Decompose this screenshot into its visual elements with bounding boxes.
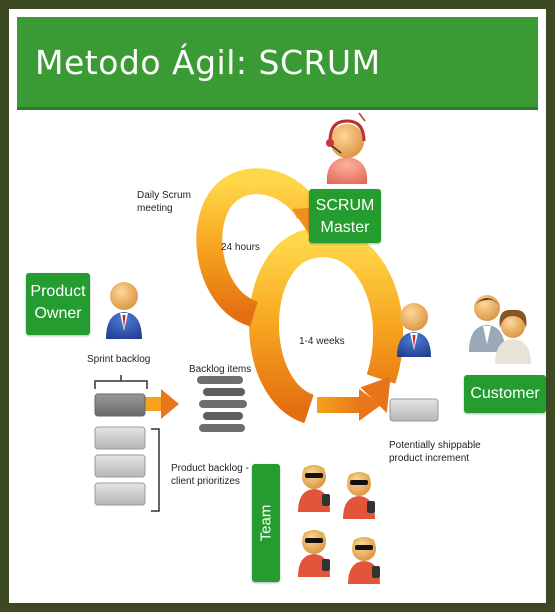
title-bar: Metodo Ágil: SCRUM [17,17,538,110]
increment-label: Potentially shippable product increment [389,440,481,464]
weeks-label: 1-4 weeks [299,336,345,347]
scrum-diagram [94,112,531,584]
product-backlog-label: Product backlog - client prioritizes [171,463,249,487]
team-icons [298,465,380,584]
customer-box: Customer [464,375,546,413]
sprint-backlog-label: Sprint backlog [87,354,151,365]
stakeholder-icon [397,303,431,357]
backlog-arrow [143,389,179,419]
backlog-items-label: Backlog items [189,364,252,375]
scrum-master-box: SCRUM Master [309,189,381,243]
daily-scrum-label: Daily Scrum meeting [137,190,191,214]
team-label: Team [257,504,275,542]
scrum-master-icon [326,112,368,184]
sprint-cycle-arrow [249,227,404,424]
increment-arrow [317,389,381,421]
product-backlog [94,426,160,512]
team-box: Team [252,464,280,582]
customer-icon [469,295,531,364]
slide-title: Metodo Ágil: SCRUM [35,43,381,82]
product-owner-box: Product Owner [26,273,90,335]
product-owner-icon [106,282,142,339]
hours-label: 24 hours [221,242,260,253]
backlog-items-stack [197,376,247,432]
sprint-backlog [94,375,148,417]
increment-bar [389,398,439,422]
